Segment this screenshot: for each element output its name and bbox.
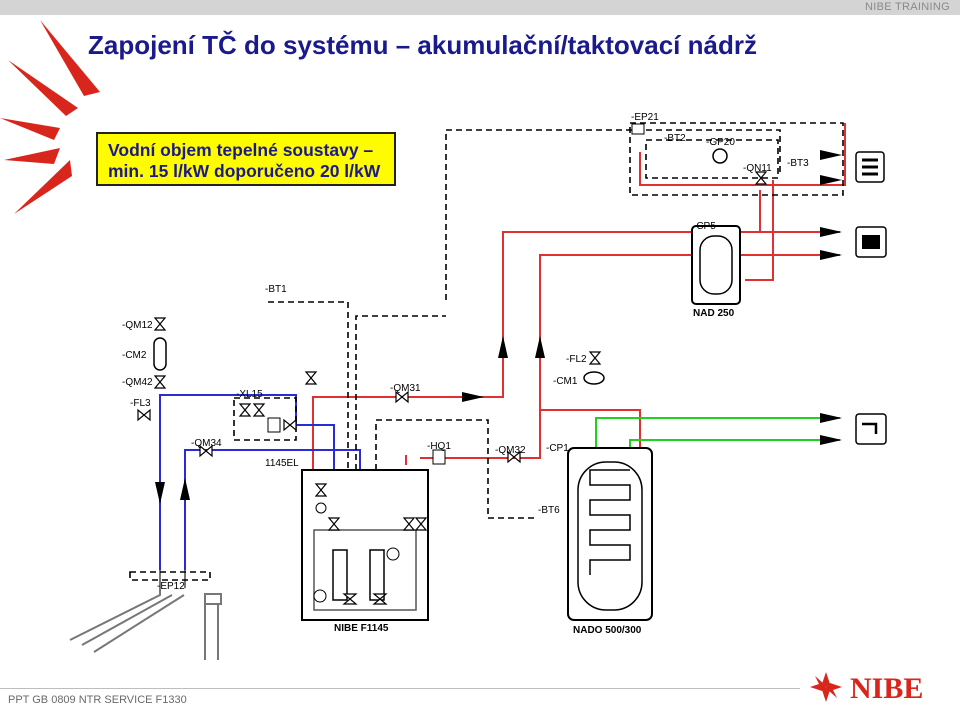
top-bar [0,0,960,15]
hq1-filter-icon [432,449,446,465]
label-bt2: -BT2 [664,133,686,144]
heat-pump-internals [313,529,417,611]
ground-collector [69,570,222,660]
label-f1145: NIBE F1145 [334,623,389,634]
footer-code: PPT GB 0809 NTR SERVICE F1330 [8,694,187,706]
page-title: Zapojení TČ do systému – akumulační/takt… [88,30,757,60]
label-gp20: -GP20 [706,137,735,148]
heating-pump-icon [386,547,400,561]
label-xl15: -XL15 [236,389,263,400]
nado-inner [577,461,643,611]
note-line-1: Vodní objem tepelné soustavy – [108,140,374,160]
label-bt1: -BT1 [265,284,287,295]
xl15-filter-icon [267,417,281,433]
ep21-icon [631,123,645,135]
nado-coil [589,469,631,575]
gp20-pump-icon [712,148,728,164]
footer-divider [0,688,800,689]
label-qm34: -QM34 [191,438,222,449]
label-qm12: -QM12 [122,320,153,331]
brine-pump-icon [313,589,327,603]
label-bt3: -BT3 [787,158,809,169]
label-qm31: -QM31 [390,383,421,394]
label-qm32: -QM32 [495,445,526,456]
label-1145el: 1145EL [265,458,299,469]
label-qn11: -QN11 [743,163,772,174]
filter-icon [315,502,327,514]
nibe-logo: NIBE [810,672,923,704]
flow-arrows [155,150,842,504]
control-lines [129,122,844,581]
condenser [369,549,385,601]
label-fl3: -FL3 [130,398,151,409]
label-cp5: -CP5 [693,221,716,232]
label-ep21: -EP21 [631,112,659,123]
radiator-icon [855,151,885,183]
floor-heating-icon [855,226,887,258]
label-nado: NADO 500/300 [573,625,642,636]
note-line-2: min. 15 l/kW doporučeno 20 l/kW [108,161,381,181]
heat-pump-box [301,469,429,621]
sun-logo-graphic [0,20,100,214]
label-fl2: -FL2 [566,354,587,365]
brand-label: NIBE TRAINING [865,1,950,13]
valves [137,171,768,605]
label-ep12: -EP12 [157,581,185,592]
cm1-vessel [583,371,605,385]
label-cm2: -CM2 [122,350,147,361]
label-nad250: NAD 250 [693,308,735,319]
label-qm42: -QM42 [122,377,153,388]
label-hq1: -HQ1 [427,441,451,452]
label-cm1: -CM1 [553,376,578,387]
cm2-vessel [153,337,167,371]
evaporator [332,549,348,601]
nad250-inner [699,235,733,295]
tap-icon [855,413,887,445]
hot-water-lines [595,417,840,448]
brine-lines [159,394,361,570]
volume-note: Vodní objem tepelné soustavy – min. 15 l… [96,132,396,186]
label-bt6: -BT6 [538,505,560,516]
logo-text: NIBE [850,672,923,704]
label-cp1: -CP1 [546,443,569,454]
